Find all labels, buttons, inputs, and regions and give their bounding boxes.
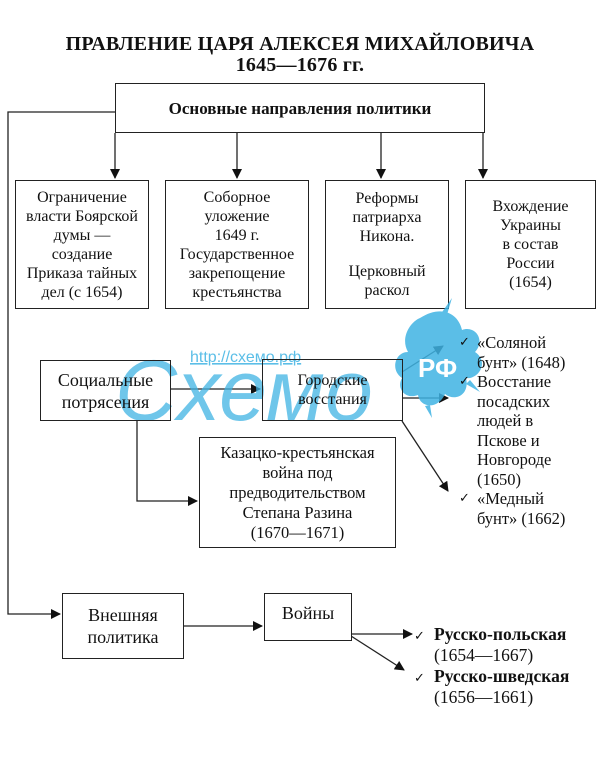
text-line: Ограничение [37, 188, 127, 206]
text-line: бунт» (1662) [477, 508, 566, 528]
text-line: Новгороде [477, 450, 552, 469]
text-line: думы — [53, 226, 111, 244]
direction-boyar-duma-box: Ограничение власти Боярской думы — созда… [15, 180, 149, 309]
check-icon: ✓ [459, 491, 470, 506]
text-line: патриарха [352, 209, 422, 226]
text-line: Государственное [179, 245, 295, 263]
check-icon: ✓ [414, 629, 425, 644]
text-line: Внешняя [88, 605, 158, 625]
text-line: Церковный [348, 263, 426, 280]
text-line: крестьянства [192, 283, 282, 301]
text-line: Городские [297, 372, 368, 389]
text-line: потрясения [61, 391, 150, 412]
text-line: (1654) [509, 274, 552, 291]
text-line: предводительством [229, 482, 366, 502]
page-subtitle-years: 1645—1676 гг. [235, 54, 365, 76]
text-line: людей в [477, 411, 534, 430]
text-line: война под [262, 462, 333, 482]
foreign-policy-box: Внешняя политика [62, 593, 184, 659]
text-line: «Медный [477, 489, 544, 508]
direction-sobornoe-ulozhenie-box: Соборное уложение 1649 г. Государственно… [165, 180, 309, 309]
text-line: Украины [500, 217, 561, 234]
check-icon: ✓ [459, 335, 470, 350]
war-name: Русско-шведская [434, 666, 570, 686]
text-line: восстания [298, 391, 367, 408]
check-icon: ✓ [414, 671, 425, 686]
text-line: Никона. [359, 228, 415, 245]
text-line: власти Боярской [26, 207, 138, 225]
main-directions-box: Основные направления политики [115, 83, 485, 133]
text-line: дел (с 1654) [41, 283, 123, 301]
text-line: Соборное [203, 188, 271, 206]
arrow-city-to-copper-riot [401, 420, 449, 492]
war-years: (1656—1661) [434, 687, 534, 707]
direction-ukraine-box: Вхождение Украины в состав России (1654) [465, 180, 596, 309]
war-years: (1654—1667) [434, 645, 534, 665]
text-line: «Соляной [477, 333, 547, 352]
text-line: бунт» (1648) [477, 352, 566, 372]
text-line: (1670—1671) [250, 522, 345, 542]
text-line: в состав [502, 236, 559, 253]
text-line: (1650) [477, 469, 521, 489]
text-line: Степана Разина [242, 502, 353, 522]
wars-list: ✓ Русско-польская (1654—1667) ✓ Русско-ш… [414, 624, 569, 708]
list-item-russo-polish-war: ✓ Русско-польская (1654—1667) [414, 624, 569, 666]
social-upheavals-box: Социальные потрясения [40, 360, 171, 421]
text-line: посадских [477, 391, 551, 411]
direction-nikon-reforms-box: Реформы патриарха Никона. Церковный раск… [325, 180, 449, 309]
text-line: Приказа тайных [26, 264, 138, 282]
page-title: ПРАВЛЕНИЕ ЦАРЯ АЛЕКСЕЯ МИХАЙЛОВИЧА [65, 33, 535, 55]
text-line: Вхождение [492, 198, 569, 215]
text-line: Восстание [477, 372, 552, 391]
check-icon: ✓ [459, 374, 470, 389]
wars-label: Войны [281, 603, 335, 623]
list-item-salt-riot: ✓ «Соляной бунт» (1648) [459, 333, 565, 372]
wars-box: Войны [264, 593, 352, 641]
arrow-wars-to-swedish [350, 635, 405, 671]
line-to-foreign-policy [7, 111, 115, 619]
city-uprisings-box: Городские восстания [262, 359, 403, 421]
text-line: закрепощение [188, 264, 286, 282]
arrow-social-to-razin [136, 421, 198, 506]
text-line: Реформы [355, 190, 419, 207]
text-line: Социальные [57, 369, 154, 390]
text-line: политика [87, 627, 159, 647]
list-item-russo-swedish-war: ✓ Русско-шведская (1656—1661) [414, 666, 569, 708]
text-line: 1649 г. [214, 226, 260, 244]
razin-war-box: Казацко-крестьянская война под предводит… [199, 437, 396, 548]
list-item-copper-riot: ✓ «Медный бунт» (1662) [459, 489, 565, 528]
main-directions-label: Основные направления политики [168, 98, 432, 118]
text-line: уложение [204, 207, 270, 225]
text-line: создание [51, 245, 113, 263]
uprisings-list: ✓ «Соляной бунт» (1648) ✓ Восстание поса… [459, 333, 565, 528]
war-name: Русско-польская [434, 624, 567, 644]
text-line: Казацко-крестьянская [220, 442, 375, 462]
list-item-pskov-novgorod: ✓ Восстание посадских людей в Пскове и Н… [459, 372, 565, 489]
arrow-city-to-salt-riot [401, 345, 444, 373]
text-line: раскол [364, 282, 410, 299]
spacer [348, 246, 425, 262]
text-line: России [506, 255, 555, 272]
text-line: Пскове и [477, 430, 540, 450]
